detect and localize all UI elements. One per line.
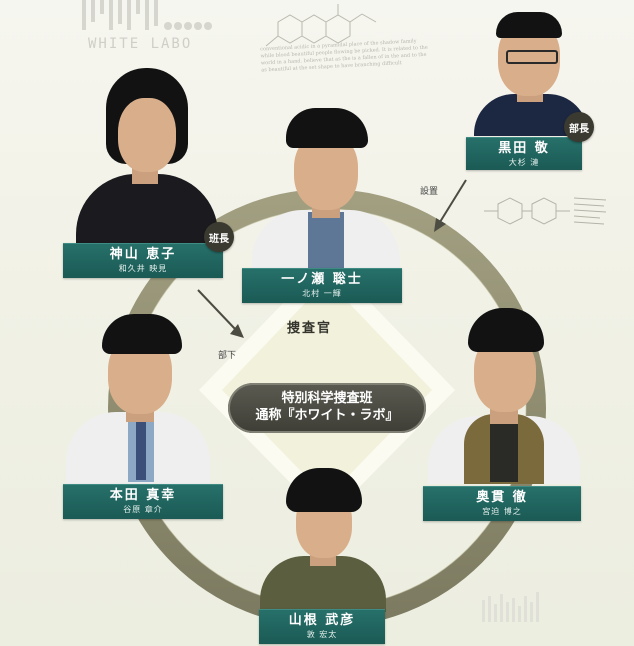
buka-label: 部下 bbox=[218, 351, 237, 361]
person-name: 黒田 敬 bbox=[498, 141, 550, 156]
investigator-label: 捜査官 bbox=[287, 321, 333, 336]
person-card-kamiyama: 神山 恵子 和久井 映見 bbox=[63, 243, 223, 278]
actor-name: 大杉 漣 bbox=[508, 158, 540, 167]
person-card-yamane: 山根 武彦 敦 宏太 bbox=[259, 609, 385, 644]
person-name: 山根 武彦 bbox=[288, 613, 356, 628]
decor-barcode bbox=[482, 592, 539, 622]
person-card-ichinose: 一ノ瀬 聡士 北村 一輝 bbox=[242, 268, 402, 303]
benzene-molecule-icon bbox=[484, 197, 607, 225]
team-name-line2: 通称『ホワイト・ラボ』 bbox=[255, 408, 399, 423]
person-name: 本田 真幸 bbox=[109, 488, 177, 503]
person-card-honda: 本田 真幸 谷原 章介 bbox=[63, 484, 223, 519]
molecule-icon bbox=[265, 4, 377, 47]
person-photo-yamane bbox=[258, 462, 388, 612]
person-photo-ichinose bbox=[246, 92, 406, 268]
actor-name: 北村 一輝 bbox=[302, 289, 342, 298]
person-name: 神山 恵子 bbox=[109, 247, 177, 262]
person-card-okunuki: 奥貫 徹 宮迫 博之 bbox=[423, 486, 581, 521]
role-badge-bucho: 部長 bbox=[564, 112, 594, 142]
person-name: 一ノ瀬 聡士 bbox=[281, 272, 363, 287]
actor-name: 谷原 章介 bbox=[123, 505, 163, 514]
actor-name: 和久井 映見 bbox=[118, 264, 168, 273]
logo-barcode bbox=[82, 0, 212, 30]
person-card-kuroda: 黒田 敬 大杉 漣 bbox=[466, 137, 582, 170]
buka-arrow bbox=[197, 289, 237, 331]
team-name-pill: 特別科学捜査班 通称『ホワイト・ラボ』 bbox=[228, 383, 426, 433]
role-badge-hancho: 班長 bbox=[204, 222, 234, 252]
person-name: 奥貫 徹 bbox=[476, 490, 528, 505]
setchi-label: 設置 bbox=[420, 187, 439, 197]
person-photo-kamiyama bbox=[72, 64, 222, 244]
team-name-line1: 特別科学捜査班 bbox=[281, 391, 373, 406]
person-photo-honda bbox=[62, 300, 212, 484]
actor-name: 宮迫 博之 bbox=[482, 507, 522, 516]
setchi-arrow bbox=[439, 179, 467, 223]
logo-text: WHITE LABO bbox=[88, 36, 193, 52]
person-photo-okunuki bbox=[424, 304, 584, 484]
actor-name: 敦 宏太 bbox=[306, 630, 338, 639]
